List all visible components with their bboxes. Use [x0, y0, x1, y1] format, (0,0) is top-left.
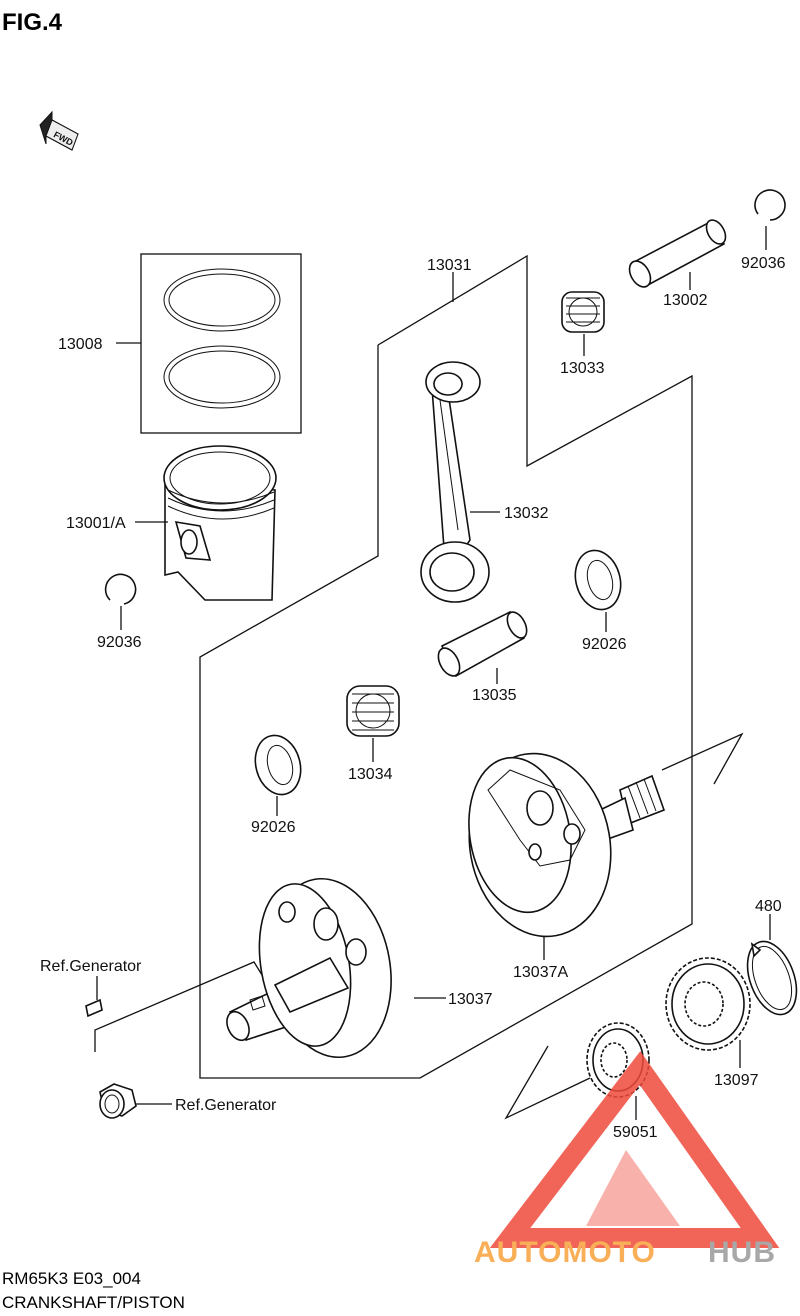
gear-ref-line: [504, 1045, 591, 1120]
callout-59051: 59051: [613, 1124, 658, 1141]
woodruff-key: [85, 998, 103, 1018]
piston-ring-lower: [163, 345, 281, 409]
callout-13037a: 13037A: [513, 964, 568, 981]
circlip-left: [104, 573, 137, 605]
callout-13033: 13033: [560, 360, 605, 377]
callout-92036-left: 92036: [97, 634, 142, 651]
footer-name: CRANKSHAFT/PISTON: [2, 1293, 185, 1312]
connecting-rod: [420, 361, 490, 603]
big-end-bearing: [346, 685, 400, 737]
footer-code: RM65K3 E03_004: [2, 1269, 141, 1288]
piston-pin: [628, 219, 727, 288]
callout-480: 480: [755, 898, 782, 915]
fwd-arrow-icon: FWD: [39, 110, 79, 151]
circlip-top: [754, 189, 786, 221]
callout-92026-right: 92026: [582, 636, 627, 653]
crankshaft-left-half: [226, 877, 392, 1059]
gear-13097: [665, 957, 751, 1051]
callout-13097: 13097: [714, 1072, 759, 1089]
callout-13035: 13035: [472, 687, 517, 704]
callout-92026-left: 92026: [251, 819, 296, 836]
rod-set-outline: [199, 254, 693, 1079]
callout-13032: 13032: [504, 505, 549, 522]
crank-nut: [99, 1083, 137, 1119]
figure-title: FIG.4: [2, 9, 63, 36]
callout-13001a: 13001/A: [66, 515, 126, 532]
crank-pin: [437, 610, 528, 678]
watermark-text-secondary: HUB: [708, 1236, 776, 1269]
piston: [163, 445, 277, 601]
watermark-logo: AUTOMOTO HUB: [474, 1051, 780, 1269]
callout-13008: 13008: [58, 336, 103, 353]
leader-lines: [96, 226, 771, 1120]
small-end-bearing: [561, 291, 605, 333]
shaft-ref-line-top: [661, 732, 744, 785]
generator-ref-line: [94, 961, 263, 1052]
callout-13037: 13037: [448, 991, 493, 1008]
callout-13031: 13031: [427, 257, 472, 274]
watermark-text-primary: AUTOMOTO: [474, 1236, 656, 1269]
crankshaft-right-half: [468, 752, 666, 938]
callout-ref-generator-top: Ref.Generator: [40, 958, 142, 975]
callout-92036-top: 92036: [741, 255, 786, 272]
piston-ring-upper: [163, 268, 281, 332]
circlip-480: [746, 940, 798, 1016]
callout-13002: 13002: [663, 292, 708, 309]
callout-13034: 13034: [348, 766, 393, 783]
piston-ring-box: [140, 253, 302, 434]
thrust-washer-left: [254, 734, 302, 796]
thrust-washer-right: [574, 549, 622, 611]
callout-ref-generator-bottom: Ref.Generator: [175, 1097, 277, 1114]
